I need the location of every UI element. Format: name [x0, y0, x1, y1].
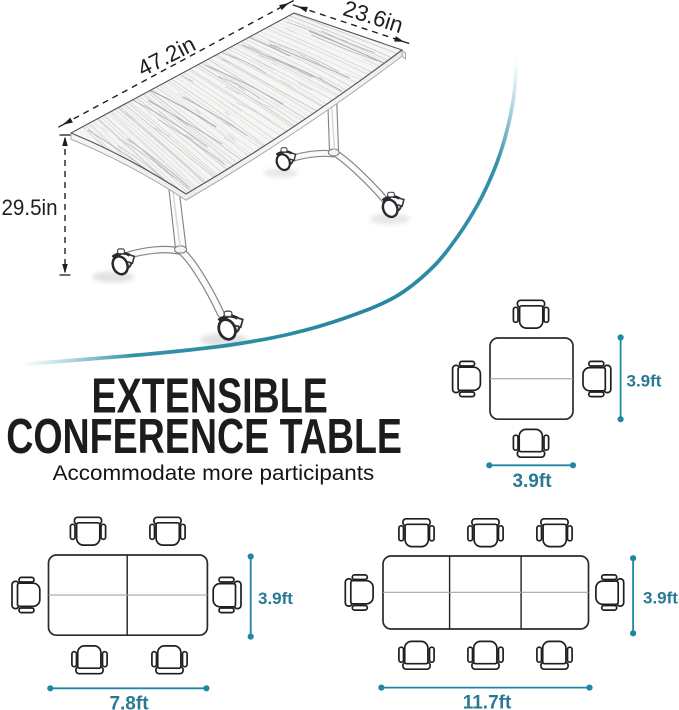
- svg-text:CONFERENCE TABLE: CONFERENCE TABLE: [6, 409, 402, 464]
- svg-text:29.5in: 29.5in: [2, 195, 58, 220]
- svg-text:EXTENSIBLE: EXTENSIBLE: [92, 369, 328, 424]
- svg-text:Accommodate more participants: Accommodate more participants: [53, 461, 375, 485]
- svg-text:7.8ft: 7.8ft: [109, 694, 149, 710]
- svg-text:3.9ft: 3.9ft: [512, 471, 552, 492]
- svg-text:11.7ft: 11.7ft: [463, 693, 512, 710]
- svg-text:3.9ft: 3.9ft: [258, 589, 293, 608]
- svg-text:3.9ft: 3.9ft: [643, 589, 678, 608]
- svg-text:3.9ft: 3.9ft: [627, 372, 662, 391]
